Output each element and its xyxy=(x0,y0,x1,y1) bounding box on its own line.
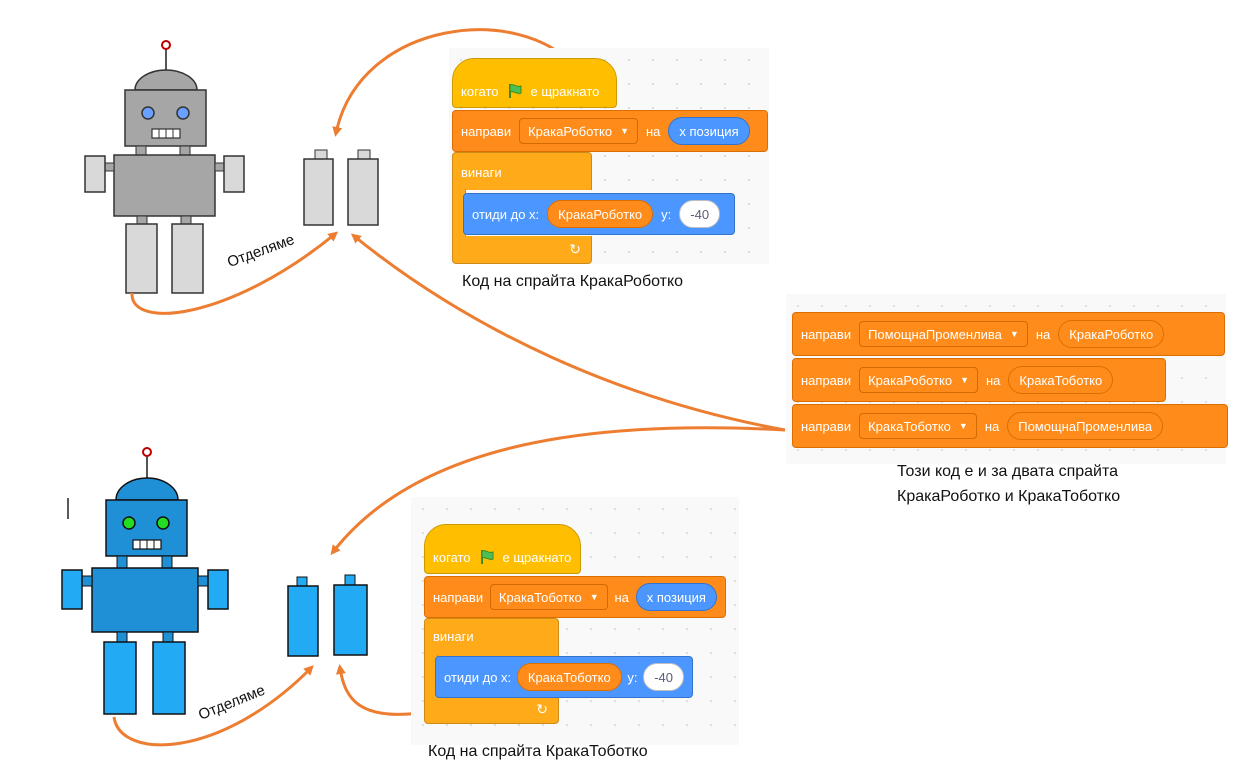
arrows xyxy=(112,28,786,747)
hat-label: когато xyxy=(461,83,499,99)
top-script-caption: Код на спрайта КракаРоботко xyxy=(462,273,684,290)
gray-robot xyxy=(84,40,245,294)
goto-label: отиди до x: xyxy=(472,206,540,222)
arrow-swap-to-bottom xyxy=(330,426,786,556)
to-label: на xyxy=(984,418,1000,434)
set-label: направи xyxy=(461,123,512,139)
bottom-goto-xy-block[interactable]: отиди до x: КракаТоботко y: -40 xyxy=(435,656,693,698)
variable-dropdown[interactable]: ПомощнаПроменлива ▼ xyxy=(859,321,1028,347)
swap-row3-set-block[interactable]: направи КракаТоботко ▼ на ПомощнаПроменли… xyxy=(792,404,1228,448)
bottom-forever-bottom: ↻ xyxy=(424,696,559,724)
to-label: на xyxy=(614,589,629,605)
arrow-script-top xyxy=(332,28,578,137)
loop-arrow-icon: ↻ xyxy=(569,241,581,257)
arrow-script-bottom xyxy=(335,664,421,716)
hat-label-end: е щракнато xyxy=(502,549,572,565)
top-when-flag-clicked-block[interactable]: когато е щракнато xyxy=(452,58,617,108)
variable-dropdown[interactable]: КракаРоботко ▼ xyxy=(519,118,638,144)
dropdown-arrow-icon: ▼ xyxy=(960,375,969,385)
green-flag-icon xyxy=(480,550,494,564)
dropdown-arrow-icon: ▼ xyxy=(589,592,599,602)
hat-label-end: е щракнато xyxy=(530,83,600,99)
forever-label: винаги xyxy=(461,165,502,180)
arrow-separate-top xyxy=(130,231,339,315)
goto-y-label: y: xyxy=(627,669,638,685)
dropdown-arrow-icon: ▼ xyxy=(958,421,968,431)
x-position-reporter[interactable]: x позиция xyxy=(668,117,750,145)
forever-label: винаги xyxy=(433,629,474,644)
dropdown-arrow-icon: ▼ xyxy=(620,126,629,136)
gray-detached-legs xyxy=(303,149,379,226)
bottom-when-flag-clicked-block[interactable]: когато е щракнато xyxy=(424,524,581,574)
top-forever-block[interactable]: винаги xyxy=(452,152,592,190)
x-position-reporter[interactable]: x позиция xyxy=(635,583,717,611)
goto-x-variable-reporter[interactable]: КракаРоботко xyxy=(547,200,654,228)
dropdown-arrow-icon: ▼ xyxy=(1009,329,1019,339)
variable-name: КракаТоботко xyxy=(498,589,582,605)
set-label: направи xyxy=(801,418,852,434)
swap-caption-line2: КракаРоботко и КракаТоботко xyxy=(897,488,1121,505)
top-goto-xy-block[interactable]: отиди до x: КракаРоботко y: -40 xyxy=(463,193,735,235)
bottom-forever-block[interactable]: винаги xyxy=(424,618,559,656)
set-label: направи xyxy=(801,372,852,388)
variable-dropdown[interactable]: КракаТоботко ▼ xyxy=(859,413,977,439)
bottom-set-variable-block[interactable]: направи КракаТоботко ▼ на x позиция xyxy=(424,576,726,618)
variable-name: КракаТоботко xyxy=(868,418,951,434)
set-label: направи xyxy=(433,589,484,605)
top-set-variable-block[interactable]: направи КракаРоботко ▼ на x позиция xyxy=(452,110,768,152)
variable-name: КракаРоботко xyxy=(868,372,953,388)
arrow-separate-bottom xyxy=(112,665,314,747)
blue-robot xyxy=(61,447,229,715)
value-reporter[interactable]: КракаРоботко xyxy=(1058,320,1165,348)
variable-name: КракаРоботко xyxy=(528,123,613,139)
goto-y-label: y: xyxy=(661,206,672,222)
top-forever-bottom: ↻ xyxy=(452,236,592,264)
to-label: на xyxy=(1035,326,1051,342)
loop-arrow-icon: ↻ xyxy=(536,701,548,717)
value-reporter[interactable]: ПомощнаПроменлива xyxy=(1007,412,1164,440)
goto-x-variable-reporter[interactable]: КракаТоботко xyxy=(516,663,622,691)
arrow-swap-to-top xyxy=(350,233,786,432)
variable-dropdown[interactable]: КракаТоботко ▼ xyxy=(489,584,608,610)
to-label: на xyxy=(985,372,1001,388)
blue-detached-legs xyxy=(287,574,368,657)
to-label: на xyxy=(645,123,661,139)
variable-name: ПомощнаПроменлива xyxy=(868,326,1002,342)
set-label: направи xyxy=(801,326,852,342)
goto-y-input[interactable]: -40 xyxy=(679,200,721,228)
value-reporter[interactable]: КракаТоботко xyxy=(1008,366,1114,394)
swap-caption-line1: Този код е и за двата спрайта xyxy=(897,463,1119,480)
green-flag-icon xyxy=(508,84,522,98)
variable-dropdown[interactable]: КракаРоботко ▼ xyxy=(859,367,978,393)
goto-label: отиди до x: xyxy=(444,669,512,685)
bottom-script-caption: Код на спрайта КракаТоботко xyxy=(428,743,648,760)
swap-row2-set-block[interactable]: направи КракаРоботко ▼ на КракаТоботко xyxy=(792,358,1166,402)
swap-row1-set-block[interactable]: направи ПомощнаПроменлива ▼ на КракаРобот… xyxy=(792,312,1225,356)
goto-y-input[interactable]: -40 xyxy=(643,663,685,691)
hat-label: когато xyxy=(433,549,471,565)
